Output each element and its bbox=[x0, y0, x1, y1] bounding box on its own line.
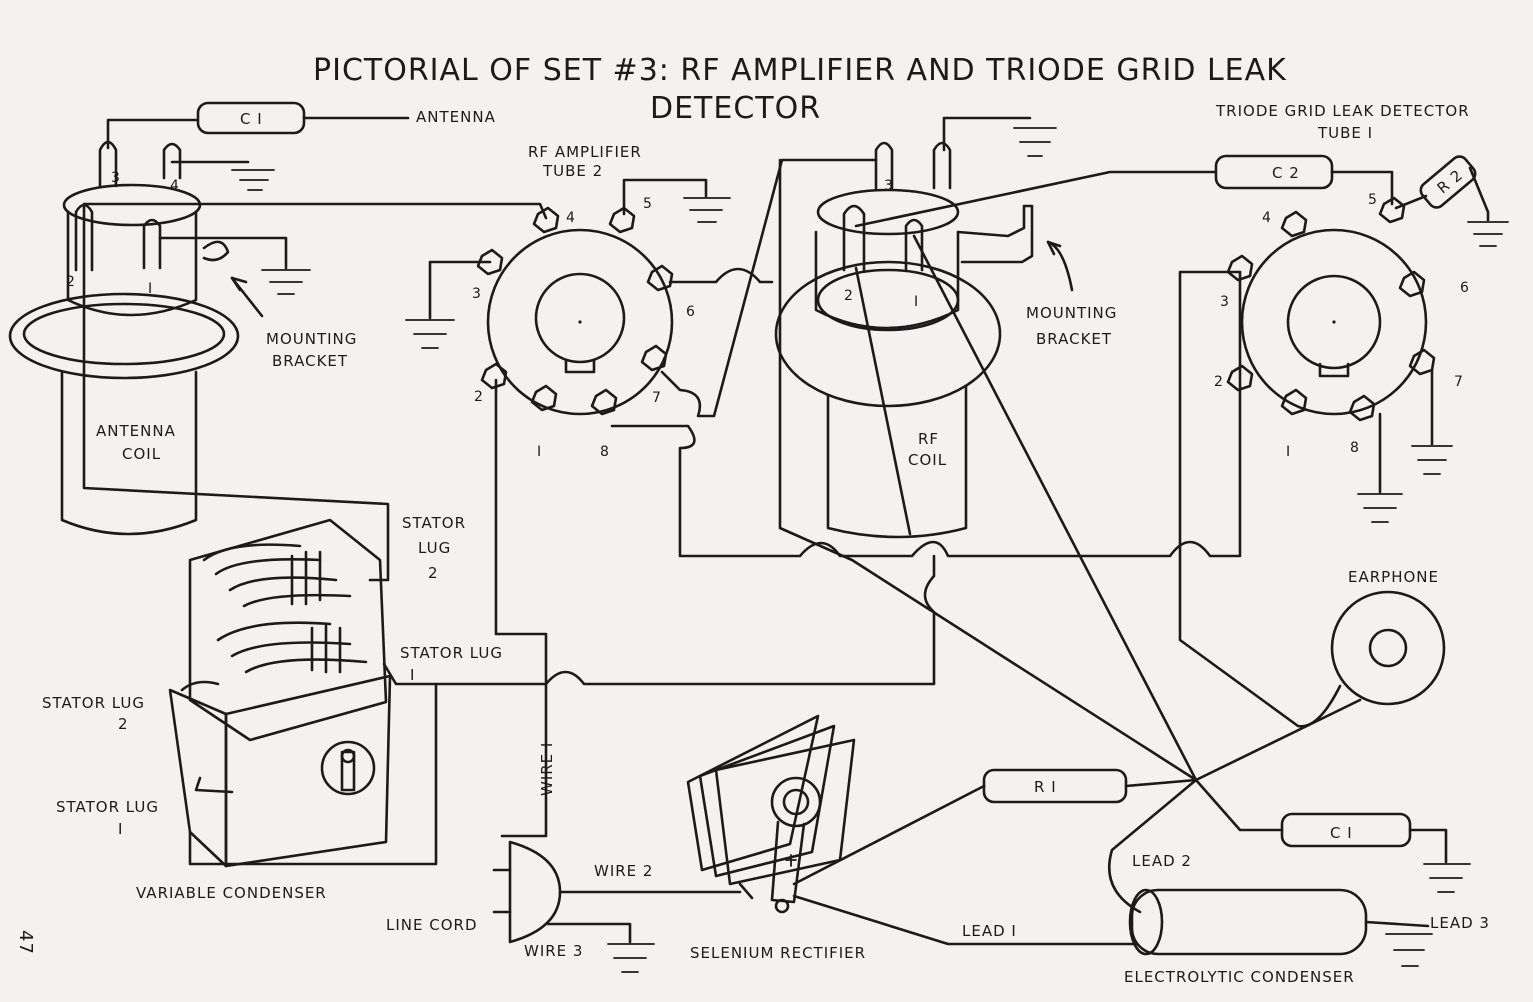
mounting-bracket-left-2: BRACKET bbox=[272, 352, 348, 370]
electrolytic-condenser bbox=[1128, 888, 1368, 956]
variable-condenser bbox=[168, 518, 392, 868]
stator-lug-a-2: LUG bbox=[418, 539, 451, 557]
wire3-label: WIRE 3 bbox=[524, 942, 583, 960]
rf-coil-pin-2: 2 bbox=[844, 288, 853, 304]
tube1-pin-7: 7 bbox=[1454, 374, 1463, 390]
tube2-pin-5: 5 bbox=[643, 196, 652, 212]
stator-lug-d-2: I bbox=[118, 820, 123, 838]
electrolytic-condenser-label: ELECTROLYTIC CONDENSER bbox=[1124, 968, 1355, 986]
diagram-title-line1: PICTORIAL OF SET #3: RF AMPLIFIER AND TR… bbox=[313, 53, 1287, 88]
rf-coil-pin-1: I bbox=[914, 294, 918, 310]
stator-lug-a-3: 2 bbox=[428, 564, 439, 582]
tube2-pin-1: I bbox=[537, 444, 541, 460]
capacitor-c1-top: C I bbox=[106, 101, 410, 150]
stator-lug-a-1: STATOR bbox=[402, 514, 466, 532]
tube1-pin-2: 2 bbox=[1214, 374, 1223, 390]
rf-amp-label-2: TUBE 2 bbox=[542, 162, 603, 180]
tube2-pin-6: 6 bbox=[686, 304, 695, 320]
selenium-rectifier-label: SELENIUM RECTIFIER bbox=[690, 944, 866, 962]
tube2-pin-4: 4 bbox=[566, 210, 575, 226]
earphone bbox=[1330, 590, 1446, 706]
mounting-bracket-right-1: MOUNTING bbox=[1026, 304, 1117, 322]
variable-condenser-label: VARIABLE CONDENSER bbox=[136, 884, 327, 902]
earphone-label: EARPHONE bbox=[1348, 568, 1439, 586]
antenna-coil: 3 4 2 I ANTENNA COIL bbox=[8, 140, 240, 536]
resistor-r2: R 2 bbox=[1419, 155, 1477, 209]
stator-lug-b-1: STATOR LUG bbox=[400, 644, 503, 662]
rf-coil: 3 2 I RF COIL bbox=[774, 141, 1034, 539]
ant-coil-pin-2: 2 bbox=[66, 274, 75, 290]
c2-label: C 2 bbox=[1272, 164, 1300, 182]
diagram-title-line2: DETECTOR bbox=[650, 91, 821, 126]
triode-label-1: TRIODE GRID LEAK DETECTOR bbox=[1215, 102, 1470, 120]
tube2-pin-8: 8 bbox=[600, 444, 609, 460]
tube1-pin-3: 3 bbox=[1220, 294, 1229, 310]
lead1-label: LEAD I bbox=[962, 922, 1017, 940]
tube1-pin-5: 5 bbox=[1368, 192, 1377, 208]
tube2-pin-2: 2 bbox=[474, 389, 483, 405]
antenna-label: ANTENNA bbox=[416, 108, 496, 126]
c1-top-label: C I bbox=[240, 110, 263, 128]
stator-lug-c-2: 2 bbox=[118, 715, 129, 733]
resistor-r1: R I bbox=[982, 768, 1128, 804]
rf-coil-pin-3: 3 bbox=[884, 178, 893, 194]
rf-amplifier-tube-2-socket: 4 5 3 6 2 7 I 8 bbox=[472, 196, 695, 460]
tube2-pin-7: 7 bbox=[652, 390, 661, 406]
mounting-bracket-right-2: BRACKET bbox=[1036, 330, 1112, 348]
rf-coil-label-2: COIL bbox=[908, 451, 947, 469]
rf-coil-label-1: RF bbox=[918, 430, 939, 448]
stator-lug-c-1: STATOR LUG bbox=[42, 694, 145, 712]
tube1-pin-4: 4 bbox=[1262, 210, 1271, 226]
tube2-pin-3: 3 bbox=[472, 286, 481, 302]
mounting-bracket-left-1: MOUNTING bbox=[266, 330, 357, 348]
lead3-label: LEAD 3 bbox=[1430, 914, 1490, 932]
ant-coil-pin-4: 4 bbox=[170, 178, 179, 194]
line-cord-label: LINE CORD bbox=[386, 916, 478, 934]
stator-lug-b-2: I bbox=[410, 666, 415, 684]
capacitor-c2: C 2 bbox=[1214, 154, 1334, 190]
triode-label-2: TUBE I bbox=[1317, 124, 1373, 142]
lead2-label: LEAD 2 bbox=[1132, 852, 1192, 870]
stator-lug-d-1: STATOR LUG bbox=[56, 798, 159, 816]
tube1-pin-6: 6 bbox=[1460, 280, 1469, 296]
triode-tube-1-socket: 4 5 3 6 2 7 I 8 bbox=[1214, 192, 1469, 460]
page-number: 47 bbox=[15, 930, 36, 955]
selenium-rectifier bbox=[686, 714, 856, 914]
antenna-coil-label-1: ANTENNA bbox=[96, 422, 176, 440]
ant-coil-pin-1: I bbox=[148, 281, 152, 297]
tube1-pin-8: 8 bbox=[1350, 440, 1359, 456]
wire2-label: WIRE 2 bbox=[594, 862, 653, 880]
line-cord-plug bbox=[492, 840, 562, 944]
r1-label: R I bbox=[1034, 778, 1057, 796]
rf-amp-label-1: RF AMPLIFIER bbox=[528, 143, 642, 161]
wire1-label: WIRE I bbox=[538, 742, 556, 796]
c1-bottom-label: C I bbox=[1330, 824, 1353, 842]
capacitor-c1-bottom: C I bbox=[1280, 812, 1412, 848]
antenna-coil-label-2: COIL bbox=[122, 445, 161, 463]
ant-coil-pin-3: 3 bbox=[111, 170, 120, 186]
tube1-pin-1: I bbox=[1286, 444, 1290, 460]
